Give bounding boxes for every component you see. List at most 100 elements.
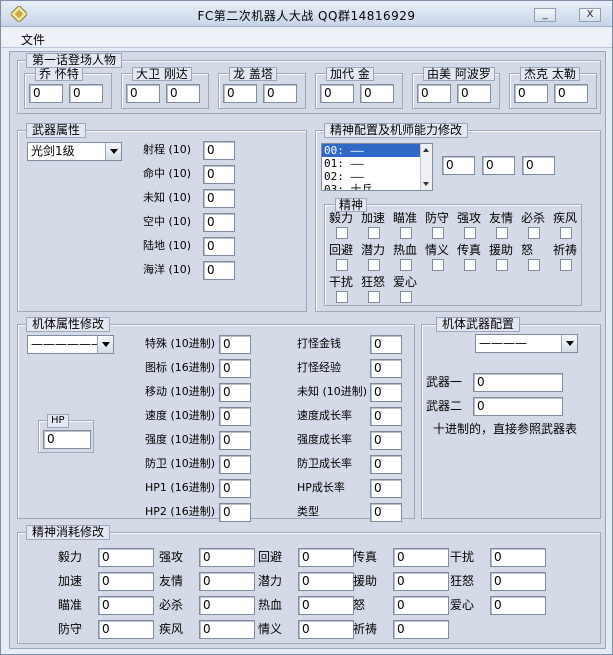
spirit-cost-input[interactable]: 0 bbox=[298, 620, 354, 639]
spirit-cost-input[interactable]: 0 bbox=[490, 572, 546, 591]
weapon-field-input[interactable]: 0 bbox=[203, 261, 235, 280]
spirit-cost-input[interactable]: 0 bbox=[298, 572, 354, 591]
character-value-2[interactable]: 0 bbox=[166, 84, 200, 103]
weapon-field-input[interactable]: 0 bbox=[203, 141, 235, 160]
pilot-value-3[interactable]: 0 bbox=[522, 156, 555, 175]
spirit-checkbox[interactable] bbox=[528, 227, 540, 239]
mech-weapon-select[interactable]: ———— bbox=[475, 334, 578, 353]
spirit-cost-input[interactable]: 0 bbox=[98, 596, 154, 615]
weapon-field-input[interactable]: 0 bbox=[203, 237, 235, 256]
spirit-checkbox[interactable] bbox=[336, 259, 348, 271]
spirit-cost-input[interactable]: 0 bbox=[98, 548, 154, 567]
pilot-value-1[interactable]: 0 bbox=[442, 156, 475, 175]
mech-field-input[interactable]: 0 bbox=[219, 383, 251, 402]
mech-field-label: 打怪经验 bbox=[297, 361, 341, 374]
character-value-2[interactable]: 0 bbox=[263, 84, 297, 103]
spirit-cost-input[interactable]: 0 bbox=[298, 596, 354, 615]
spirit-cost-input[interactable]: 0 bbox=[393, 596, 449, 615]
minimize-button[interactable]: _ bbox=[534, 8, 556, 22]
character-value-1[interactable]: 0 bbox=[320, 84, 354, 103]
mech-field-input[interactable]: 0 bbox=[370, 503, 402, 522]
weapon-field-input[interactable]: 0 bbox=[203, 213, 235, 232]
weapon1-input[interactable]: 0 bbox=[473, 373, 563, 392]
close-button[interactable]: X bbox=[579, 8, 601, 22]
chevron-down-icon[interactable] bbox=[97, 336, 113, 353]
mech-select[interactable]: ——————— bbox=[27, 335, 114, 354]
mech-field-input[interactable]: 0 bbox=[370, 335, 402, 354]
spirit-checkbox[interactable] bbox=[336, 227, 348, 239]
spirit-cost-input[interactable]: 0 bbox=[490, 548, 546, 567]
mech-field-input[interactable]: 0 bbox=[370, 431, 402, 450]
spirit-checkbox[interactable] bbox=[368, 259, 380, 271]
character-value-1[interactable]: 0 bbox=[29, 84, 63, 103]
character-value-1[interactable]: 0 bbox=[514, 84, 548, 103]
title-bar[interactable]: FC第二次机器人大战 QQ群14816929 _ X bbox=[1, 1, 612, 27]
mech-field-input[interactable]: 0 bbox=[219, 407, 251, 426]
mech-field-input[interactable]: 0 bbox=[219, 359, 251, 378]
spirit-cost-input[interactable]: 0 bbox=[98, 572, 154, 591]
spirit-checkbox[interactable] bbox=[464, 227, 476, 239]
character-value-2[interactable]: 0 bbox=[457, 84, 491, 103]
spirit-cost-input[interactable]: 0 bbox=[199, 596, 255, 615]
spirit-checkbox[interactable] bbox=[432, 259, 444, 271]
spirit-cost-input[interactable]: 0 bbox=[298, 548, 354, 567]
character-value-1[interactable]: 0 bbox=[417, 84, 451, 103]
pilot-list-item[interactable]: 01: —— bbox=[324, 157, 364, 170]
scroll-down-icon[interactable] bbox=[421, 178, 432, 190]
spirit-checkbox[interactable] bbox=[560, 259, 572, 271]
spirit-cost-input[interactable]: 0 bbox=[393, 620, 449, 639]
mech-field-input[interactable]: 0 bbox=[219, 503, 251, 522]
spirit-checkbox[interactable] bbox=[560, 227, 572, 239]
pilot-list-item[interactable]: 02: —— bbox=[324, 170, 364, 183]
character-value-1[interactable]: 0 bbox=[223, 84, 257, 103]
spirit-checkbox[interactable] bbox=[368, 227, 380, 239]
character-name: 乔 怀特 bbox=[35, 67, 83, 81]
weapon-field-input[interactable]: 0 bbox=[203, 189, 235, 208]
spirit-checkbox[interactable] bbox=[432, 227, 444, 239]
scroll-up-icon[interactable] bbox=[421, 144, 432, 156]
mech-field-input[interactable]: 0 bbox=[370, 407, 402, 426]
character-value-2[interactable]: 0 bbox=[69, 84, 103, 103]
mech-field-input[interactable]: 0 bbox=[370, 455, 402, 474]
spirit-checkbox[interactable] bbox=[528, 259, 540, 271]
character-value-1[interactable]: 0 bbox=[126, 84, 160, 103]
spirit-checkbox[interactable] bbox=[496, 259, 508, 271]
listbox-scrollbar[interactable] bbox=[420, 144, 432, 190]
weapon2-input[interactable]: 0 bbox=[473, 397, 563, 416]
spirit-cost-input[interactable]: 0 bbox=[393, 548, 449, 567]
pilot-value-2[interactable]: 0 bbox=[482, 156, 515, 175]
spirit-checkbox[interactable] bbox=[400, 291, 412, 303]
pilot-list-item[interactable]: 03: 士兵 bbox=[324, 183, 373, 191]
menu-file[interactable]: 文件 bbox=[21, 33, 46, 47]
pilot-listbox[interactable]: 00: ——01: ——02: ——03: 士兵 bbox=[321, 143, 433, 191]
spirit-cost-input[interactable]: 0 bbox=[199, 572, 255, 591]
mech-field-input[interactable]: 0 bbox=[219, 455, 251, 474]
pilot-list-item[interactable]: 00: —— bbox=[322, 144, 432, 157]
weapon-select[interactable]: 光剑1级 bbox=[27, 142, 122, 161]
spirit-checkbox[interactable] bbox=[400, 227, 412, 239]
mech-field-input[interactable]: 0 bbox=[219, 335, 251, 354]
mech-field-input[interactable]: 0 bbox=[219, 479, 251, 498]
character-value-2[interactable]: 0 bbox=[554, 84, 588, 103]
spirit-checkbox[interactable] bbox=[368, 291, 380, 303]
mech-field-input[interactable]: 0 bbox=[370, 359, 402, 378]
spirit-cost-input[interactable]: 0 bbox=[199, 548, 255, 567]
spirit-checkbox[interactable] bbox=[496, 227, 508, 239]
mech-field-input[interactable]: 0 bbox=[370, 479, 402, 498]
character-value-2[interactable]: 0 bbox=[360, 84, 394, 103]
chevron-down-icon[interactable] bbox=[561, 335, 577, 352]
chevron-down-icon[interactable] bbox=[105, 143, 121, 160]
spirit-cost-input[interactable]: 0 bbox=[199, 620, 255, 639]
hp-input[interactable]: 0 bbox=[43, 430, 91, 449]
mech-field-input[interactable]: 0 bbox=[370, 383, 402, 402]
spirit-checkbox[interactable] bbox=[336, 291, 348, 303]
spirit-checkbox[interactable] bbox=[464, 259, 476, 271]
spirit-cost-input[interactable]: 0 bbox=[98, 620, 154, 639]
spirit-checkbox[interactable] bbox=[400, 259, 412, 271]
spirit-cost-input[interactable]: 0 bbox=[490, 596, 546, 615]
spirit-cost-input[interactable]: 0 bbox=[393, 572, 449, 591]
mech-field-input[interactable]: 0 bbox=[219, 431, 251, 450]
weapon-field-input[interactable]: 0 bbox=[203, 165, 235, 184]
